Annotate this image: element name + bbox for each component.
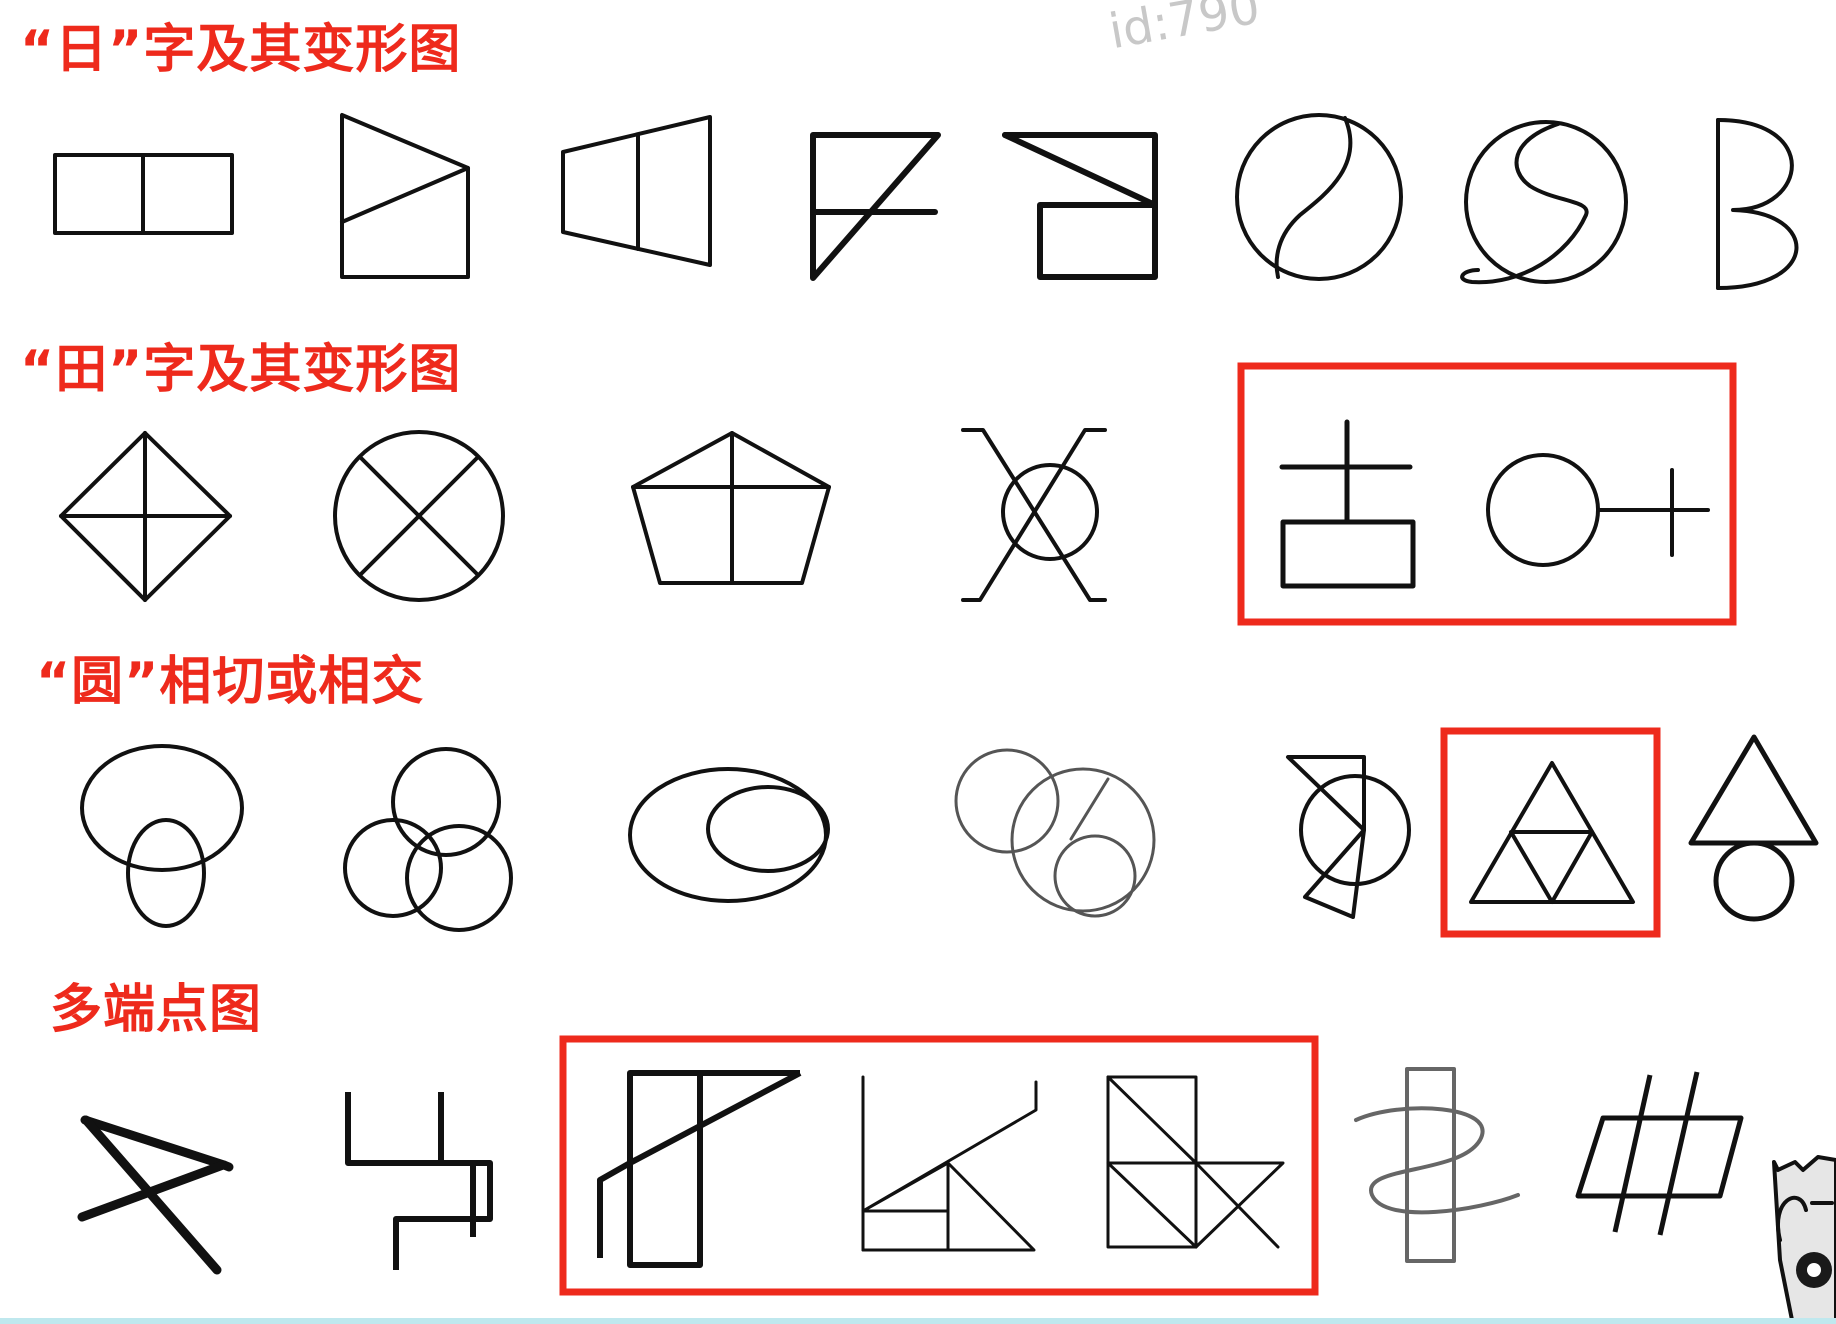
yuan-circle-cluster-figure <box>954 748 1156 918</box>
tian-diamond-figure <box>59 431 232 602</box>
tian-cross-circle-figure <box>961 428 1107 602</box>
tian-highlight-frame <box>1237 362 1737 626</box>
yuan-sierpinski-triangle-figure <box>1469 761 1635 904</box>
tian-ji-figure <box>1279 419 1416 589</box>
duan-highlight-frame <box>559 1035 1319 1296</box>
ri-yinyang-figure <box>1235 113 1403 281</box>
duan-x-cross-figure <box>77 1115 234 1275</box>
section-title-tian: “田”字及其变形图 <box>20 340 462 400</box>
duan-hash-figure <box>1575 1071 1744 1236</box>
section-title-duoduandian: 多端点图 <box>50 980 263 1040</box>
ri-rect-split-figure <box>53 153 234 235</box>
yuan-highlight-frame <box>1440 727 1661 938</box>
ri-z-box-figure <box>1002 132 1158 280</box>
tian-venus-figure <box>1486 453 1710 567</box>
yuan-three-circles-figure <box>343 747 513 932</box>
bottom-strip <box>0 1318 1836 1324</box>
section-title-ri: “日”字及其变形图 <box>20 20 462 80</box>
mascot-figure <box>1772 1155 1836 1322</box>
duan-s-hook-figure <box>345 1092 493 1270</box>
ri-flag-figure <box>810 132 941 281</box>
duan-flag-figure <box>597 1070 802 1268</box>
ri-b-figure <box>1716 118 1799 290</box>
duan-wave-bars-figure <box>1354 1067 1520 1263</box>
ri-spiral-circle-figure <box>1460 120 1628 285</box>
yuan-triangle-over-circle-figure <box>1688 734 1819 922</box>
yuan-ellipse-pair-figure <box>80 744 244 928</box>
tian-pentagon-figure <box>631 431 831 585</box>
duan-angle-figure <box>861 1075 1038 1252</box>
yuan-nested-ellipses-figure <box>628 767 830 903</box>
tian-circle-x-figure <box>333 430 505 602</box>
ri-trapezoid-figure <box>561 115 712 267</box>
ri-triangle-figure <box>340 113 470 279</box>
section-title-yuan: “圆”相切或相交 <box>36 652 425 712</box>
duan-grid-triangle-figure <box>1106 1075 1285 1249</box>
yuan-triangle-circle-figure <box>1286 755 1411 919</box>
